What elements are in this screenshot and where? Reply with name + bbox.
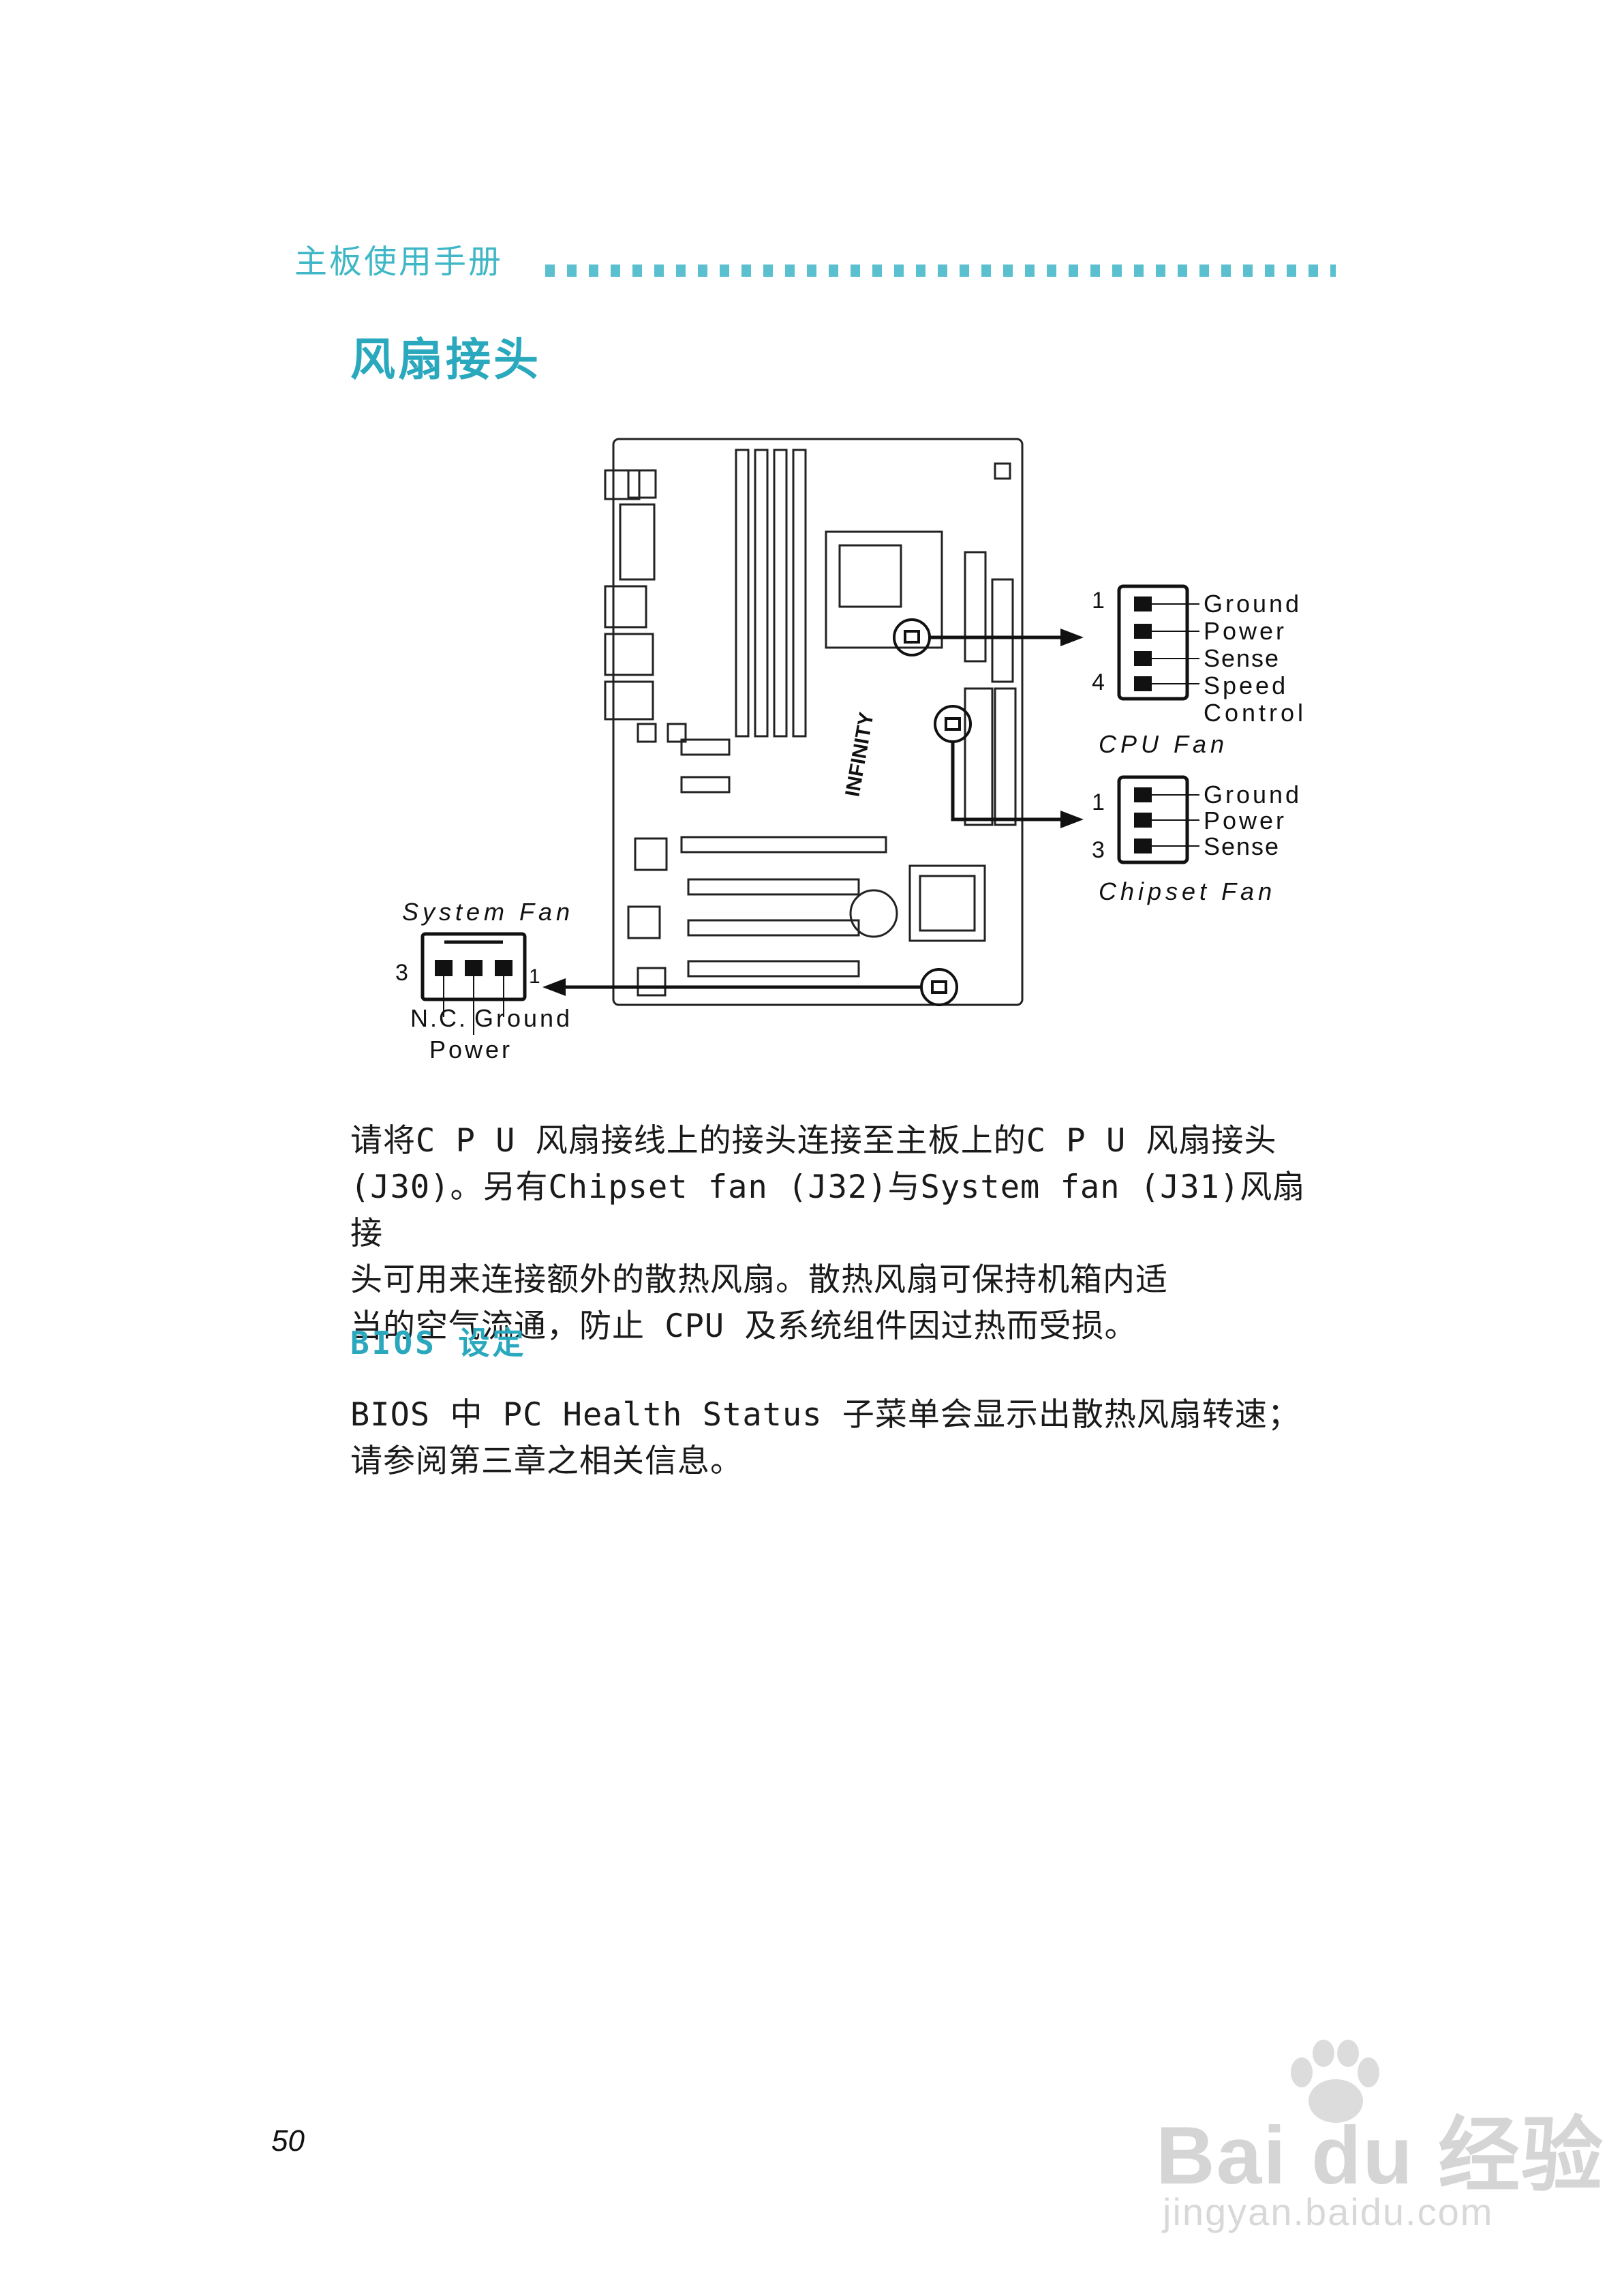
cpu-fan-pin-label: Ground xyxy=(1204,590,1302,618)
system-fan-pin-label: Power xyxy=(429,1036,512,1063)
text-line: (J30)。另有Chipset fan (J32)与System fan (J3… xyxy=(350,1168,1306,1252)
cpu-fan-pin-label: Power xyxy=(1204,617,1287,645)
cpu-fan-pin-label: Speed xyxy=(1204,671,1288,699)
cpu-fan-arrowhead xyxy=(1060,629,1084,646)
memory-slots xyxy=(735,449,807,738)
chipset-fan-arrowhead xyxy=(1060,811,1084,828)
page-number: 50 xyxy=(271,2124,305,2158)
chipset-fan-leader-lines xyxy=(1152,794,1199,847)
cpu-fan-pins xyxy=(1134,596,1152,691)
cmos-battery xyxy=(849,889,898,938)
pcie-slots xyxy=(680,738,887,854)
system-fan-pin-last: 1 xyxy=(529,965,540,988)
cpu-fan-pin-label: Control xyxy=(1204,699,1306,727)
system-fan-pin-label: Ground xyxy=(474,1004,572,1032)
board-chips xyxy=(627,723,687,997)
system-fan-leader-lines xyxy=(443,976,504,1035)
bios-description-paragraph: BIOS 中 PC Health Status 子菜单会显示出散热风扇转速； 请… xyxy=(350,1392,1332,1485)
cpu-fan-pin-first: 1 xyxy=(1092,588,1105,614)
cpu-fan-pin-label: Sense xyxy=(1204,644,1280,672)
io-ports xyxy=(604,469,657,721)
system-fan-pins xyxy=(435,960,512,976)
chipset-fan-pin-last: 3 xyxy=(1092,837,1105,863)
chipset-fan-pin-label: Power xyxy=(1204,806,1287,834)
chipset-fan-arrow-line xyxy=(951,742,1062,821)
system-fan-caption: System Fan xyxy=(402,898,574,926)
power-connector xyxy=(994,462,1011,480)
chipset-fan-pin-label: Ground xyxy=(1204,781,1302,809)
system-fan-arrowhead xyxy=(542,978,566,996)
chipset-fan-caption: Chipset Fan xyxy=(1099,877,1276,905)
system-fan-header-marker xyxy=(920,968,958,1006)
bios-settings-heading: BIOS 设定 xyxy=(350,1325,527,1361)
cpu-fan-caption: CPU Fan xyxy=(1099,730,1228,758)
cpu-socket xyxy=(825,530,943,649)
fan-description-paragraph: 请将C P U 风扇接线上的接头连接至主板上的C P U 风扇接头 (J30)。… xyxy=(350,1118,1332,1350)
text-line: 请参阅第三章之相关信息。 xyxy=(350,1442,743,1480)
watermark-url: jingyan.baidu.com xyxy=(1163,2190,1494,2233)
cpu-fan-pin-last: 4 xyxy=(1092,669,1105,695)
chipset-fan-pin-label: Sense xyxy=(1204,832,1280,860)
chipset xyxy=(908,864,986,942)
system-fan-pin-label: N.C. xyxy=(410,1004,468,1032)
text-line: BIOS 中 PC Health Status 子菜单会显示出散热风扇转速； xyxy=(350,1396,1300,1434)
text-line: 请将C P U 风扇接线上的接头连接至主板上的C P U 风扇接头 xyxy=(350,1122,1277,1160)
fan-connector-diagram: INFINITY 1 4 Ground Power Sense Speed Co… xyxy=(395,438,1306,1063)
cpu-fan-leader-lines xyxy=(1152,603,1199,684)
ide-connectors xyxy=(964,551,1017,826)
manual-header-title: 主板使用手册 xyxy=(294,243,504,281)
brand-logo: INFINITY xyxy=(841,710,878,798)
system-fan-pin-first: 3 xyxy=(395,960,408,986)
cpu-fan-connector xyxy=(1117,584,1189,701)
header-dotted-rule xyxy=(545,262,1336,277)
pci-slots xyxy=(687,878,860,978)
chipset-fan-pins xyxy=(1134,787,1152,854)
text-line: 头可用来连接额外的散热风扇。散热风扇可保持机箱内适 xyxy=(350,1261,1168,1299)
motherboard-outline xyxy=(612,438,1024,1006)
baidu-paw-icon xyxy=(1291,2040,1379,2123)
chipset-fan-pin-first: 1 xyxy=(1092,789,1105,815)
text-line: 当的空气流通，防止 CPU 及系统组件因过热而受损。 xyxy=(350,1308,1137,1345)
watermark-brand: Bai du 经验 xyxy=(1156,2110,1605,2201)
cpu-fan-header-marker xyxy=(893,618,931,656)
section-title: 风扇接头 xyxy=(350,333,541,386)
